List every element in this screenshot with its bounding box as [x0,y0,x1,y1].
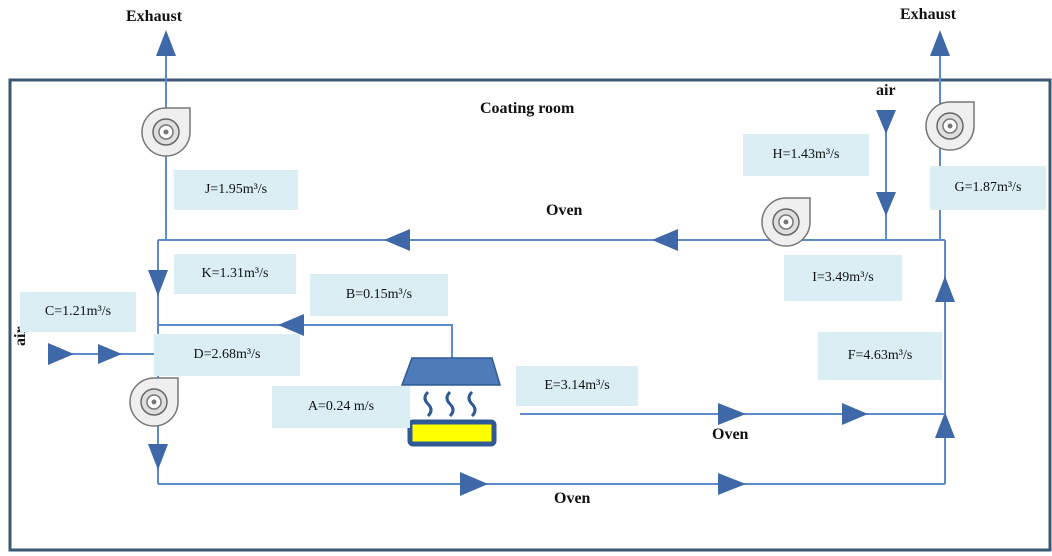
exhaust-label-left: Exhaust [126,8,183,25]
arrow-right-up-2 [935,412,955,438]
flow-label-b: B=0.15m³/s [310,274,448,316]
arrow-mid-2 [842,403,868,425]
room-title: Coating room [480,100,575,117]
fan-icon-exhaust-left [141,107,191,157]
arrow-top-2 [652,229,678,251]
air-inlet-top-arrow-1 [876,110,896,134]
exhaust-arrow-left [156,30,176,56]
arrow-left-down-1 [148,270,168,296]
exhaust-arrow-right [930,30,950,56]
duct-recirc-b [158,324,453,358]
air-inlet-left-arrow-2 [98,344,122,364]
arrow-bottom-2 [718,473,746,495]
fume-wave-1 [423,390,433,418]
flow-label-d: D=2.68m³/s [154,334,300,376]
flow-label-f: F=4.63m³/s [818,332,942,380]
arrow-bottom-1 [460,472,488,496]
flow-label-k: K=1.31m³/s [174,254,296,294]
arrow-top-1 [384,229,410,251]
flow-label-e: E=3.14m³/s [516,366,638,406]
oven-label-bottom: Oven [554,490,591,507]
flow-label-c: C=1.21m³/s [20,292,136,332]
air-inlet-left-arrow-1 [48,343,74,365]
fan-icon-oven-supply [761,197,811,247]
exhaust-label-right: Exhaust [900,6,957,23]
oven-label-mid: Oven [712,426,749,443]
booth-hood [400,357,502,386]
flow-label-h: H=1.43m³/s [743,134,869,176]
flow-label-a: A=0.24 m/s [272,386,410,428]
coating-booth [400,357,502,447]
air-label-top: air [876,82,896,99]
fume-wave-3 [467,390,477,418]
air-inlet-top-arrow-2 [876,192,896,216]
fume-wave-2 [445,390,455,418]
oven-label-top: Oven [546,202,583,219]
arrow-left-down-2 [148,444,168,470]
flow-label-g: G=1.87m³/s [930,166,1046,210]
arrow-mid-1 [718,403,746,425]
room-border [8,78,1052,552]
flow-label-i: I=3.49m³/s [784,255,902,301]
flow-label-j: J=1.95m³/s [174,170,298,210]
fan-icon-left-supply [129,377,179,427]
arrow-recirc-b [278,314,304,336]
fan-icon-exhaust-right [925,101,975,151]
arrow-right-up-1 [935,276,955,302]
coating-tray [407,419,497,447]
